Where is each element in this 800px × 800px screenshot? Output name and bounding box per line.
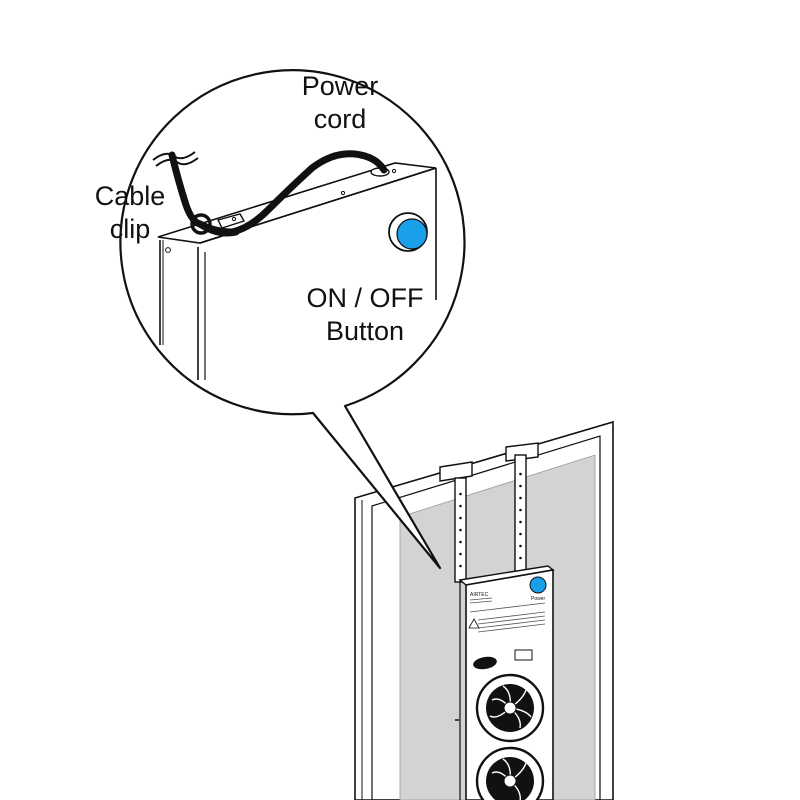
unit-brand-label: AIRTEC bbox=[470, 592, 489, 598]
fan-icon-lower bbox=[475, 746, 545, 800]
power-cord-label-line2: cord bbox=[313, 104, 367, 134]
power-cord bbox=[168, 150, 388, 236]
display-window bbox=[514, 649, 533, 661]
unit-power-label: Power bbox=[531, 596, 546, 602]
on-off-button-label-line1: ON / OFF bbox=[306, 283, 424, 313]
cable-clip-label-line2: clip bbox=[109, 214, 151, 244]
power-button-small bbox=[529, 576, 547, 594]
on-off-button-label-line2: Button bbox=[325, 316, 405, 346]
cable-clip-label-line1: Cable bbox=[94, 181, 166, 211]
cord-break-icon bbox=[152, 151, 196, 161]
cable-clip-label: Cable clip bbox=[82, 180, 178, 246]
cable-clip-loop bbox=[190, 213, 212, 235]
thermostat-badge bbox=[473, 656, 497, 670]
fan-unit: Power AIRTEC bbox=[455, 565, 555, 800]
power-cord-label: Power cord bbox=[285, 70, 395, 136]
unit-text-lines bbox=[469, 597, 546, 633]
power-cord-inner bbox=[196, 220, 240, 237]
on-off-button-label: ON / OFF Button bbox=[290, 282, 440, 348]
warning-triangle-icon bbox=[468, 618, 480, 629]
circle-button-icon bbox=[388, 212, 428, 252]
zoomed-unit bbox=[157, 162, 437, 380]
strap-holes bbox=[459, 472, 522, 568]
power-cord-label-line1: Power bbox=[301, 71, 379, 101]
callout-bubble bbox=[119, 69, 466, 570]
fan-icon bbox=[475, 673, 545, 743]
